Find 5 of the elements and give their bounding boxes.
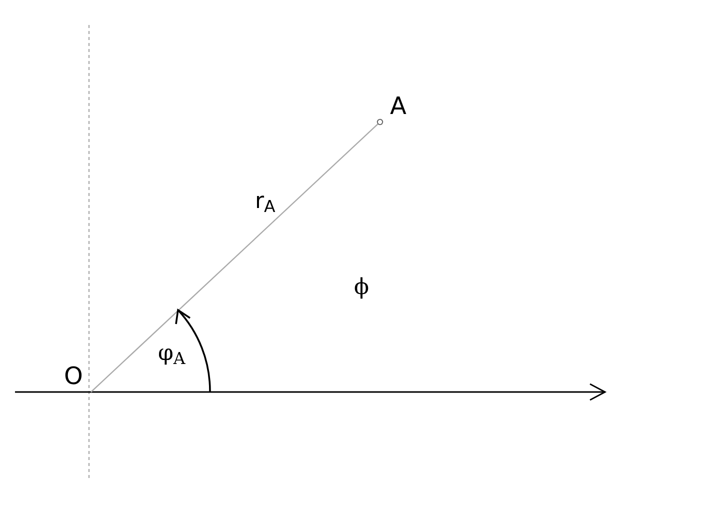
angle-label: φ$_{A}$ xyxy=(158,340,186,368)
point-label: A xyxy=(390,92,406,120)
point-label: O xyxy=(64,362,83,390)
ray-line xyxy=(90,124,378,392)
coordinate-label: ϕ xyxy=(354,274,369,302)
